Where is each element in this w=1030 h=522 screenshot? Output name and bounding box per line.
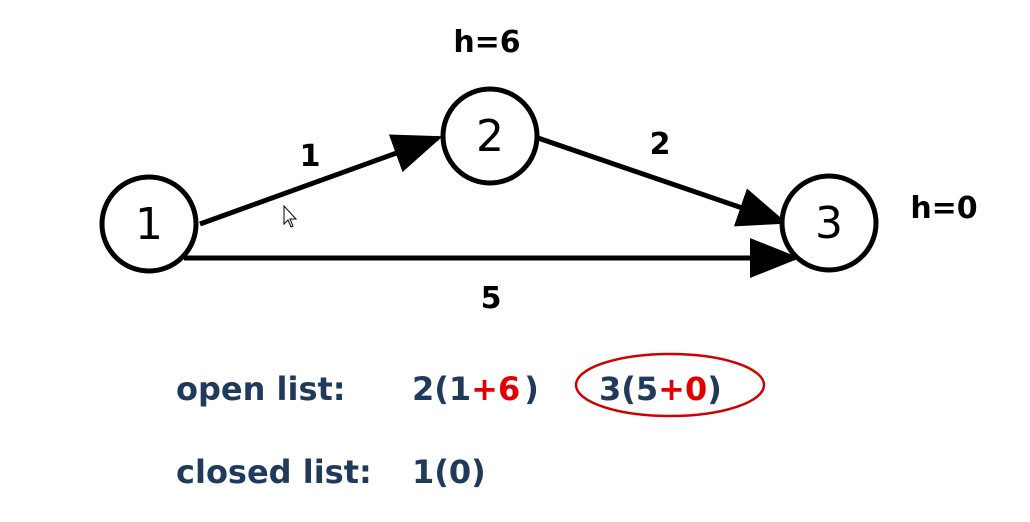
edge-2-3 bbox=[537, 135, 788, 227]
node-2-heuristic: h=6 bbox=[453, 25, 520, 60]
node-2: 2 bbox=[440, 86, 540, 186]
node-2-label: 2 bbox=[476, 111, 504, 162]
node-3-heuristic: h=0 bbox=[910, 191, 977, 226]
mouse-cursor-icon bbox=[283, 204, 298, 228]
edge-weight-1-3: 5 bbox=[481, 281, 502, 316]
closed-list-entry: 1(0) bbox=[412, 453, 486, 491]
node-1: 1 bbox=[99, 174, 199, 274]
open-list-entry-highlighted: 3(5+0) bbox=[599, 370, 722, 408]
open-list-entry: 2(1+6) bbox=[412, 370, 539, 408]
edge-weight-1-2: 1 bbox=[300, 139, 321, 174]
edge-weight-2-3: 2 bbox=[650, 127, 671, 162]
open-list-label: open list: bbox=[176, 370, 346, 408]
node-3: 3 bbox=[779, 173, 879, 273]
closed-list-label: closed list: bbox=[176, 453, 372, 491]
edge-1-2 bbox=[199, 134, 443, 227]
node-3-label: 3 bbox=[815, 198, 843, 249]
node-1-label: 1 bbox=[135, 199, 163, 250]
highlight-ellipse bbox=[574, 352, 766, 418]
